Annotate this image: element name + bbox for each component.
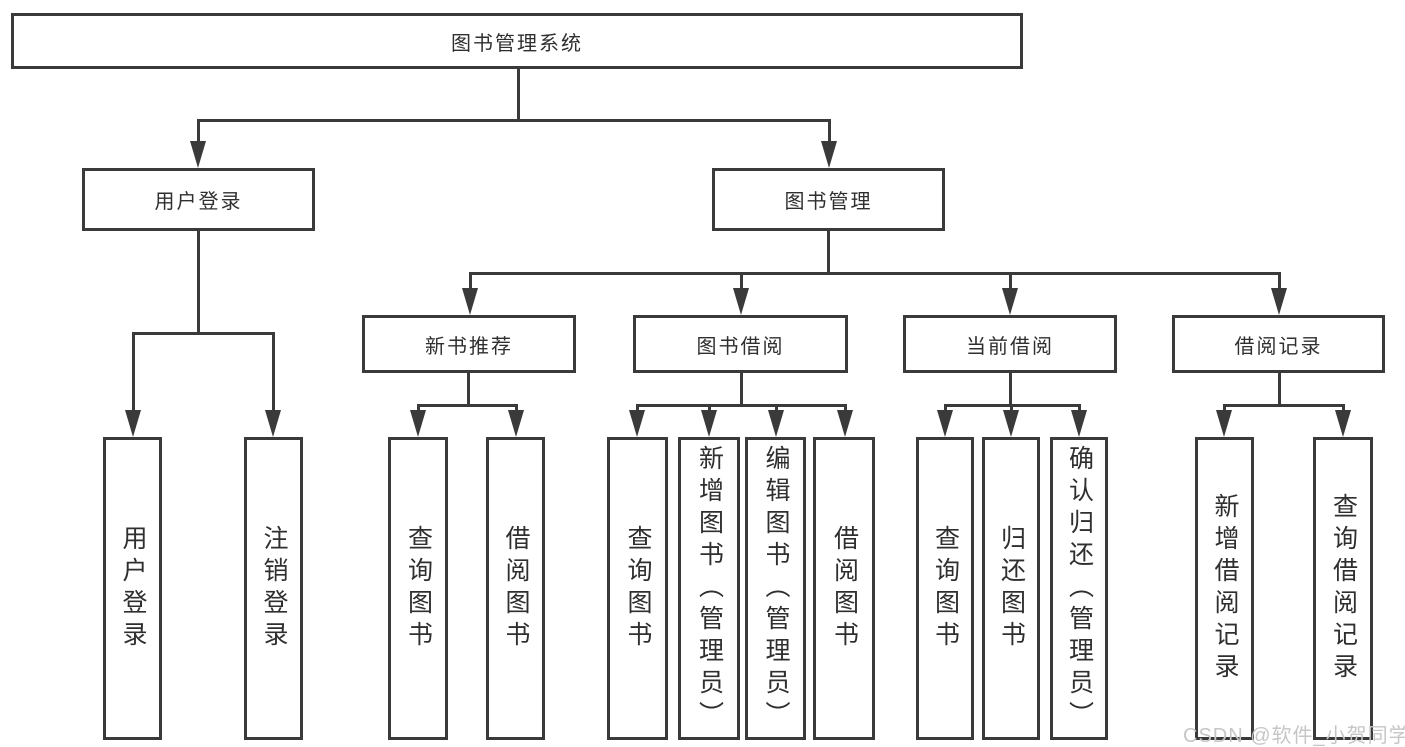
connector-line (516, 69, 520, 121)
leaf-confirm-return-admin-label: 确认归还（管理员） (1065, 444, 1094, 733)
connector-line (1277, 372, 1281, 406)
arrow-down-icon (767, 404, 785, 437)
leaf-query-books-current: 查询图书 (916, 437, 974, 740)
node-new-book-recommend-label: 新书推荐 (425, 335, 513, 358)
leaf-edit-books-admin-label: 编辑图书（管理员） (762, 444, 790, 733)
leaf-query-books-borrow-label: 查询图书 (624, 524, 652, 653)
connector-line (1008, 372, 1012, 406)
connector-line (1222, 404, 1345, 407)
leaf-query-books-current-label: 查询图书 (931, 524, 960, 653)
node-borrow-records-label: 借阅记录 (1234, 335, 1323, 358)
leaf-add-books-admin: 新增图书（管理员） (678, 437, 740, 740)
arrow-down-icon (1070, 404, 1088, 437)
node-library-system-label: 图书管理系统 (451, 32, 583, 55)
arrow-down-icon (264, 332, 282, 437)
leaf-query-borrow-record-label: 查询借阅记录 (1329, 492, 1358, 685)
arrow-down-icon (1001, 272, 1019, 315)
connector-line (466, 372, 470, 406)
arrow-down-icon (1215, 404, 1233, 437)
leaf-edit-books-admin: 编辑图书（管理员） (745, 437, 806, 740)
leaf-user-login: 用户登录 (103, 437, 162, 740)
arrow-down-icon (836, 404, 854, 437)
connector-line (196, 119, 831, 122)
connector-line (416, 404, 518, 407)
arrow-down-icon (1002, 404, 1020, 437)
arrow-down-icon (700, 404, 718, 437)
node-book-borrow: 图书借阅 (633, 315, 848, 373)
node-current-borrow: 当前借阅 (903, 315, 1117, 373)
leaf-add-borrow-record: 新增借阅记录 (1195, 437, 1254, 740)
leaf-query-books-recommend-label: 查询图书 (404, 524, 433, 653)
arrow-down-icon (1270, 272, 1288, 315)
arrow-down-icon (124, 332, 142, 437)
leaf-borrow-books-recommend-label: 借阅图书 (502, 524, 530, 653)
node-current-borrow-label: 当前借阅 (966, 335, 1054, 358)
leaf-logout: 注销登录 (244, 437, 303, 740)
leaf-return-books-label: 归还图书 (997, 524, 1026, 653)
node-book-management-label: 图书管理 (784, 191, 873, 213)
connector-line (635, 404, 847, 407)
leaf-query-books-borrow: 查询图书 (607, 437, 668, 740)
node-new-book-recommend: 新书推荐 (362, 315, 576, 373)
arrow-down-icon (461, 272, 479, 315)
connector-line (468, 272, 1281, 275)
arrow-down-icon (628, 404, 646, 437)
node-book-borrow-label: 图书借阅 (696, 335, 785, 358)
node-user-login-label: 用户登录 (154, 191, 243, 213)
leaf-borrow-books-label: 借阅图书 (830, 524, 859, 653)
leaf-logout-label: 注销登录 (260, 524, 288, 653)
leaf-query-books-recommend: 查询图书 (388, 437, 448, 740)
leaf-add-books-admin-label: 新增图书（管理员） (695, 444, 724, 733)
arrow-down-icon (1334, 404, 1352, 437)
connector-line (131, 332, 275, 335)
node-user-login: 用户登录 (82, 168, 315, 231)
node-borrow-records: 借阅记录 (1172, 315, 1385, 373)
arrow-down-icon (732, 272, 750, 315)
arrow-down-icon (409, 404, 427, 437)
leaf-query-borrow-record: 查询借阅记录 (1313, 437, 1373, 740)
leaf-borrow-books: 借阅图书 (813, 437, 875, 740)
connector-line (196, 231, 200, 334)
leaf-add-borrow-record-label: 新增借阅记录 (1211, 492, 1239, 685)
leaf-return-books: 归还图书 (982, 437, 1040, 740)
arrow-down-icon (189, 119, 207, 168)
leaf-user-login-label: 用户登录 (119, 524, 147, 653)
node-library-system: 图书管理系统 (11, 13, 1023, 69)
watermark: CSDN @软件_小贺同学 (1183, 725, 1405, 747)
arrow-down-icon (507, 404, 525, 437)
connector-line (739, 372, 743, 406)
leaf-confirm-return-admin: 确认归还（管理员） (1050, 437, 1108, 740)
arrow-down-icon (936, 404, 954, 437)
node-book-management: 图书管理 (712, 168, 945, 231)
connector-line (827, 231, 830, 274)
leaf-borrow-books-recommend: 借阅图书 (486, 437, 545, 740)
arrow-down-icon (820, 119, 838, 168)
